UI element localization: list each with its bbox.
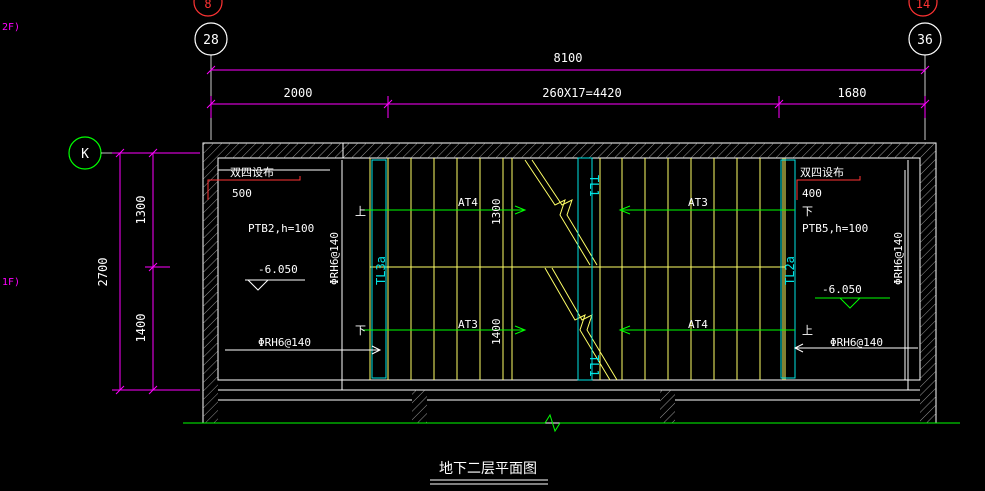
stair-arrows (362, 205, 795, 335)
left-landing-marks (207, 176, 301, 200)
flight-label-lower-right: AT4 (688, 318, 708, 331)
dimension-height-bottom: 1400 (134, 314, 148, 343)
arrow-label-up-right: 上 (802, 324, 813, 337)
left-level-symbol (245, 279, 305, 291)
dimension-height-total: 2700 (96, 258, 110, 287)
dimension-left-seg: 2000 (284, 86, 313, 100)
axis-bubble-top-right: 14 (908, 0, 938, 17)
beam-label-tl1-top: TL1 (587, 175, 601, 197)
axis-bubble-right: 36 (908, 22, 942, 56)
right-landing-level: -6.050 (822, 283, 862, 296)
axis-label-top-left: 8 (204, 0, 211, 11)
left-landing-level: -6.050 (258, 263, 298, 276)
flight-dim-lower: 1400 (490, 319, 503, 346)
dimension-left-vertical (112, 148, 200, 395)
beam-tl1 (577, 157, 593, 381)
axis-bubble-top-left: 8 (193, 0, 223, 17)
left-landing-slab: PTB2,h=100 (248, 222, 314, 235)
beam-label-tl3a: TL3a (374, 256, 388, 285)
drawing-title: 地下二层平面图 (439, 461, 537, 477)
right-rebar-v: ΦRH6@140 (892, 232, 905, 285)
axis-label-row: K (81, 147, 89, 162)
stair-break-lines (524, 159, 618, 381)
left-landing-width: 500 (232, 187, 252, 200)
floor-mark-upper: 2F) (2, 22, 20, 33)
dimension-total-label: 8100 (554, 51, 583, 65)
axis-label-right: 36 (917, 33, 933, 48)
stair-treads (387, 158, 784, 380)
arrow-label-down-left: 下 (355, 324, 366, 337)
axis-label-top-right: 14 (916, 0, 930, 11)
wall-hatch (203, 143, 936, 423)
ground-line (183, 413, 960, 433)
left-rebar-v: ΦRH6@140 (328, 232, 341, 285)
dimension-mid-seg: 260X17=4420 (542, 86, 621, 100)
axis-bubble-left: 28 (194, 22, 228, 56)
left-rebar-lines (225, 160, 382, 390)
wall-details (218, 143, 920, 401)
axis-label-left: 28 (203, 33, 219, 48)
left-landing-note: 双四设布 (230, 166, 274, 179)
dimension-height-top: 1300 (134, 196, 148, 225)
dimension-right-seg: 1680 (838, 86, 867, 100)
flight-label-upper-left: AT4 (458, 196, 478, 209)
right-landing-note: 双四设布 (800, 166, 844, 179)
right-rebar-lines (793, 160, 918, 390)
right-level-symbol (815, 297, 890, 309)
arrow-label-down-right: 下 (802, 205, 813, 218)
dimension-top-segments (206, 96, 930, 118)
flight-label-lower-left: AT3 (458, 318, 478, 331)
floor-mark-lower: 1F) (2, 277, 20, 288)
left-rebar-h: ΦRH6@140 (258, 336, 311, 349)
flight-dim-upper: 1300 (490, 199, 503, 226)
right-landing-slab: PTB5,h=100 (802, 222, 868, 235)
arrow-label-up-left: 上 (355, 205, 366, 218)
right-rebar-h: ΦRH6@140 (830, 336, 883, 349)
right-landing-marks (796, 176, 861, 200)
right-landing-width: 400 (802, 187, 822, 200)
beam-label-tl1-bottom: TL1 (587, 355, 601, 377)
dimension-top-total (206, 65, 930, 75)
flight-label-upper-right: AT3 (688, 196, 708, 209)
beam-tl2a (780, 159, 796, 379)
beam-label-tl2a: TL2a (783, 256, 797, 285)
beam-tl3a (371, 159, 387, 379)
